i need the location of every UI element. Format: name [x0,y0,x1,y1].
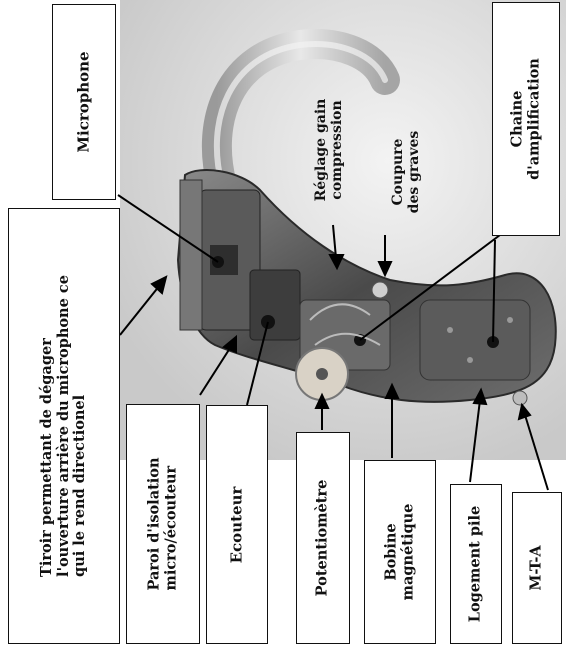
label-tiroir-line-2: l'ouverture arrière du microphone ce [56,275,73,577]
label-ecouteur-text: Ecouteur [228,486,245,563]
label-chaine-line-2: d'amplification [526,58,543,180]
label-potentiometre-text: Potentiomètre [315,480,332,597]
label-ecouteur: Ecouteur [206,405,268,644]
label-paroi-line-2: micro/écouteur [163,457,180,590]
label-reglage: Réglage gain compression [297,70,361,230]
label-reglage-line-2: compression [329,99,345,202]
label-logement: Logement pile [450,484,502,644]
label-reglage-line-1: Réglage gain [313,99,329,202]
label-coupure-line-2: des graves [406,131,422,214]
label-tiroir: Tiroir permettant de dégager l'ouverture… [8,208,120,644]
label-tiroir-line-3: qui le rend directionel [72,275,89,577]
label-potentiometre: Potentiomètre [296,432,350,644]
label-coupure-line-1: Coupure [390,131,406,214]
label-microphone: Microphone [52,4,116,200]
label-bobine: Bobine magnétique [364,460,436,644]
label-tiroir-line-1: Tiroir permettant de dégager [39,275,56,577]
label-bobine-line-2: magnétique [400,504,417,601]
label-paroi: Paroi d'isolation micro/écouteur [126,404,200,644]
label-chaine-line-1: Chaine [509,58,526,180]
label-bobine-line-1: Bobine [383,504,400,601]
label-chaine: Chaine d'amplification [492,2,560,236]
label-mta: M-T-A [512,492,562,644]
label-microphone-text: Microphone [75,51,92,152]
label-logement-text: Logement pile [468,506,485,622]
label-coupure: Coupure des graves [378,110,434,234]
label-mta-text: M-T-A [529,545,546,590]
label-paroi-line-1: Paroi d'isolation [146,457,163,590]
